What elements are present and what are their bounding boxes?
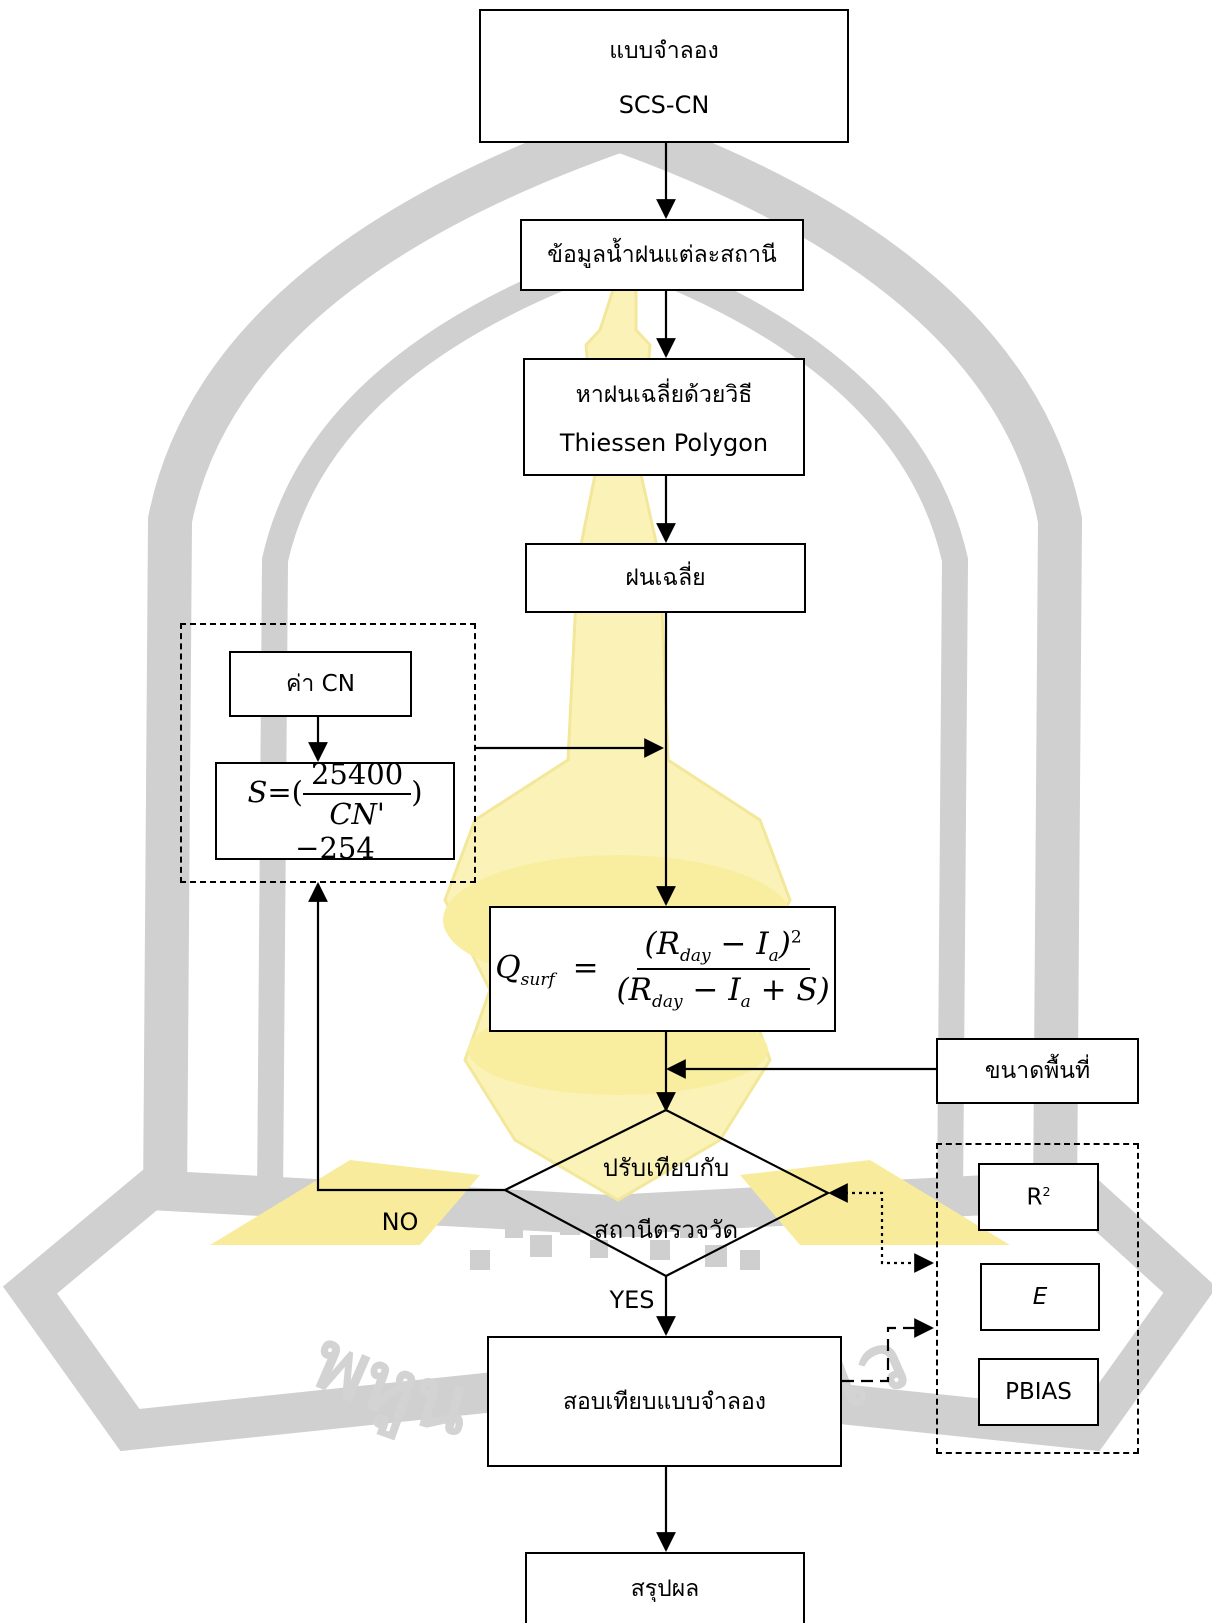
efficiency-box: E (980, 1263, 1100, 1331)
model-box-subtitle: SCS-CN (618, 91, 710, 119)
rainfall-data-label: ข้อมูลน้ำฝนแต่ละสถานี (547, 242, 777, 268)
thiessen-box: หาฝนเฉลี่ยด้วยวิธี Thiessen Polygon (523, 358, 805, 476)
efficiency-label: E (1032, 1284, 1048, 1310)
area-size-box: ขนาดพื้นที่ (936, 1038, 1139, 1104)
yes-branch-label: YES (609, 1286, 655, 1314)
model-comparison-box: สอบเทียบแบบจำลอง (487, 1336, 842, 1467)
decision-label-line2: สถานีตรวจวัด (593, 1216, 739, 1244)
dashed-compare-to-stats (842, 1318, 934, 1383)
conclusion-label: สรุปผล (630, 1575, 700, 1602)
q-surf-formula: Qsurf = (Rday − Ia)2 (Rday − Ia + S) (495, 925, 830, 1013)
cn-value-box: ค่า CN (229, 651, 412, 717)
s-calculation-group (180, 623, 476, 883)
r-squared-box: R2 (978, 1163, 1099, 1231)
dotted-stats-to-decision (828, 1183, 934, 1273)
area-size-label: ขนาดพื้นที่ (984, 1058, 1091, 1084)
rainfall-data-box: ข้อมูลน้ำฝนแต่ละสถานี (520, 219, 804, 291)
decision-label-line1: ปรับเทียบกับ (602, 1154, 730, 1182)
cn-value-label: ค่า CN (286, 671, 355, 697)
decision-diamond (502, 1108, 831, 1278)
pbias-box: PBIAS (978, 1358, 1099, 1426)
thiessen-box-line2: Thiessen Polygon (559, 429, 769, 458)
model-box: แบบจำลอง SCS-CN (479, 9, 849, 143)
average-rainfall-label: ฝนเฉลี่ย (625, 565, 706, 591)
no-branch-label: NO (381, 1208, 419, 1236)
conclusion-box: สรุปผล (525, 1552, 805, 1623)
arrow-no-loop (308, 882, 505, 1192)
model-comparison-label: สอบเทียบแบบจำลอง (562, 1388, 767, 1415)
pbias-label: PBIAS (1005, 1379, 1072, 1405)
q-surf-formula-box: Qsurf = (Rday − Ia)2 (Rday − Ia + S) (489, 906, 836, 1032)
statistics-group (936, 1143, 1139, 1454)
model-box-title: แบบจำลอง (609, 38, 719, 64)
thiessen-box-line1: หาฝนเฉลี่ยด้วยวิธี (575, 381, 753, 408)
average-rainfall-box: ฝนเฉลี่ย (525, 543, 806, 613)
r-squared-label: R2 (1026, 1183, 1051, 1211)
